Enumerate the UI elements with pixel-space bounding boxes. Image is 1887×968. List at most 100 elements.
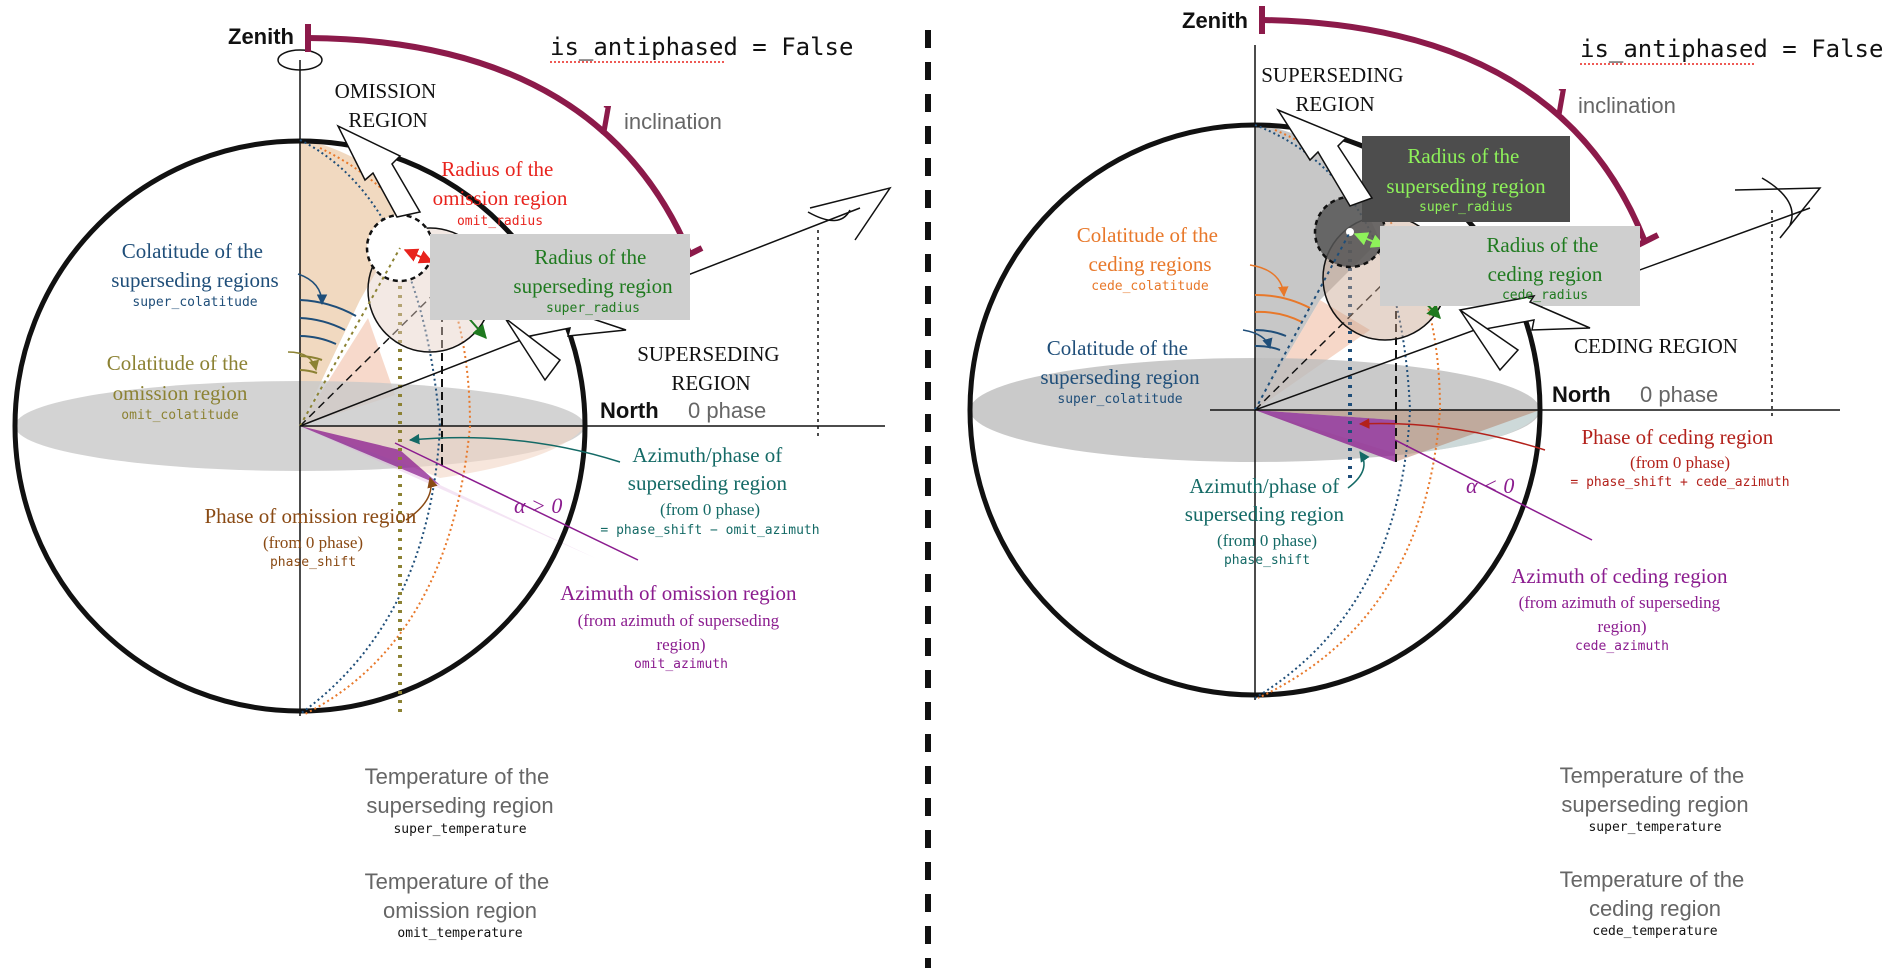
right-panel: Zenith is_antiphased = False l inclinati… [967, 6, 1883, 939]
left-azimuth-purple: Azimuth of omission region (from azimuth… [560, 581, 801, 654]
left-temp1: Temperature of the superseding region [365, 764, 556, 818]
left-radius-red: Radius of the omission region [433, 157, 568, 210]
right-azimuth-purple: Azimuth of ceding region (from azimuth o… [1511, 564, 1733, 636]
right-colat-blue: Colatitude of the superseding region [1040, 336, 1200, 389]
right-region-bottom: CEDING REGION [1574, 334, 1738, 358]
right-inclination-label: inclination [1578, 93, 1676, 118]
right-temp2: Temperature of the ceding region [1560, 867, 1751, 921]
left-observer-arc [807, 209, 851, 222]
right-colat-blue-code: super_colatitude [1057, 392, 1182, 407]
right-radius-green-code: cede_radius [1502, 288, 1588, 303]
right-radius-green: Radius of the ceding region [1486, 233, 1603, 286]
left-colat-olive-code: omit_colatitude [121, 408, 239, 423]
right-blue-ray [1254, 231, 1351, 411]
left-radius-red-code: omit_radius [457, 214, 543, 229]
right-callout-tip [1459, 309, 1520, 372]
left-super-radius-box [430, 234, 690, 320]
left-flag: is_antiphased = False [550, 33, 853, 61]
right-observer-cone [1734, 187, 1822, 239]
left-phase-brown: Phase of omission region (from 0 phase) [205, 504, 422, 552]
right-meridian-blue [1254, 124, 1412, 699]
left-inner-dashed [299, 287, 441, 427]
right-cede-radius-box [1380, 226, 1640, 306]
left-purple-wedge [300, 426, 440, 485]
left-alpha: α > 0 [514, 493, 562, 518]
right-inner-dashed [1254, 271, 1396, 411]
right-alpha: α < 0 [1466, 473, 1514, 498]
right-teal-pointer [1347, 451, 1370, 489]
left-olive-pointer [287, 351, 320, 372]
right-colat-orange: Colatitude of the ceding regions [1077, 223, 1223, 276]
left-colat-blue: Colatitude of the superseding regions [111, 239, 278, 292]
right-azimuth-teal-code: phase_shift [1224, 553, 1310, 568]
left-temp2: Temperature of the omission region [365, 869, 556, 923]
right-temp2-code: cede_temperature [1592, 924, 1717, 939]
left-region-bottom: SUPERSEDING REGION [637, 342, 785, 395]
left-blue-colat-arc2 [299, 317, 346, 331]
left-inclination-arc [307, 35, 693, 257]
right-super-center [1346, 228, 1354, 236]
left-olive-colat-arc2 [299, 369, 318, 374]
right-orange-pointer [1249, 264, 1289, 298]
left-azimuth-purple-code: omit_azimuth [634, 657, 728, 672]
right-super-radius-box [1362, 136, 1570, 222]
right-radius-lightgreen: Radius of the superseding region [1386, 144, 1546, 198]
left-temp1-code: super_temperature [393, 822, 526, 837]
left-inclination-symbol: l [600, 98, 612, 143]
right-observer-arc [1761, 177, 1793, 226]
left-rotation-arrow [277, 49, 323, 71]
left-purple-wedge-light [300, 426, 595, 558]
left-inclination-label: inclination [624, 109, 722, 134]
left-azimuth-teal: Azimuth/phase of superseding region (fro… [628, 443, 792, 519]
left-temp2-code: omit_temperature [397, 926, 522, 941]
right-phase-darkred-code: = phase_shift + cede_azimuth [1570, 475, 1789, 490]
right-inclination-arc [1261, 17, 1648, 244]
right-orange-colat-arc2 [1254, 310, 1303, 323]
left-observer-cone [809, 186, 892, 241]
right-temp1: Temperature of the superseding region [1560, 763, 1751, 817]
right-flag: is_antiphased = False [1580, 35, 1883, 63]
right-temp1-code: super_temperature [1588, 820, 1721, 835]
right-azimuth-purple-code: cede_azimuth [1575, 639, 1669, 654]
left-callout-tip [504, 317, 562, 382]
left-blue-pointer [297, 273, 328, 306]
right-brown-wedge [1255, 410, 1540, 462]
left-phase-brown-code: phase_shift [270, 555, 356, 570]
right-radius-lightgreen-code: super_radius [1419, 200, 1513, 215]
left-brown-pointer [405, 476, 438, 521]
left-zenith-label: Zenith [228, 24, 294, 49]
left-north: North [600, 398, 659, 423]
right-azimuth-teal: Azimuth/phase of superseding region (fro… [1185, 474, 1349, 550]
right-orange-colat-arc1 [1254, 293, 1311, 309]
left-omission-callout [336, 124, 422, 218]
right-superseding-callout [1276, 108, 1374, 207]
right-purple-pointer [1394, 439, 1593, 541]
left-orange-wedge [300, 140, 400, 426]
left-purple-pointer [394, 442, 639, 561]
left-colat-olive: Colatitude of the omission region [107, 351, 253, 405]
left-zero-phase: 0 phase [688, 398, 766, 423]
right-region-top: SUPERSEDING REGION [1261, 63, 1409, 116]
left-blue-colat-arc1 [299, 299, 357, 317]
left-colat-blue-code: super_colatitude [132, 295, 257, 310]
left-omit-radius-arrow [403, 248, 434, 264]
left-olive-colat-arc1 [299, 355, 323, 361]
left-meridian-orange [304, 147, 472, 715]
right-darkred-pointer [1358, 418, 1546, 451]
left-blue-colat-arc3 [299, 335, 337, 345]
right-phase-darkred: Phase of ceding region (from 0 phase) [1581, 425, 1778, 472]
right-blue-pointer [1242, 329, 1273, 350]
left-radius-green: Radius of the superseding region [513, 245, 673, 298]
left-meridian-blue [299, 139, 442, 715]
right-super-radius-arrow [1353, 232, 1386, 248]
right-north: North [1552, 382, 1611, 407]
right-inclination-symbol: l [1555, 81, 1567, 126]
right-zero-phase: 0 phase [1640, 382, 1718, 407]
right-blue-colat-arc1 [1254, 328, 1287, 337]
left-radius-green-code: super_radius [546, 301, 640, 316]
left-teal-pointer [408, 433, 621, 463]
right-colat-orange-code: cede_colatitude [1091, 279, 1209, 294]
left-panel: Zenith is_antiphased = False l inclinati… [12, 24, 892, 941]
